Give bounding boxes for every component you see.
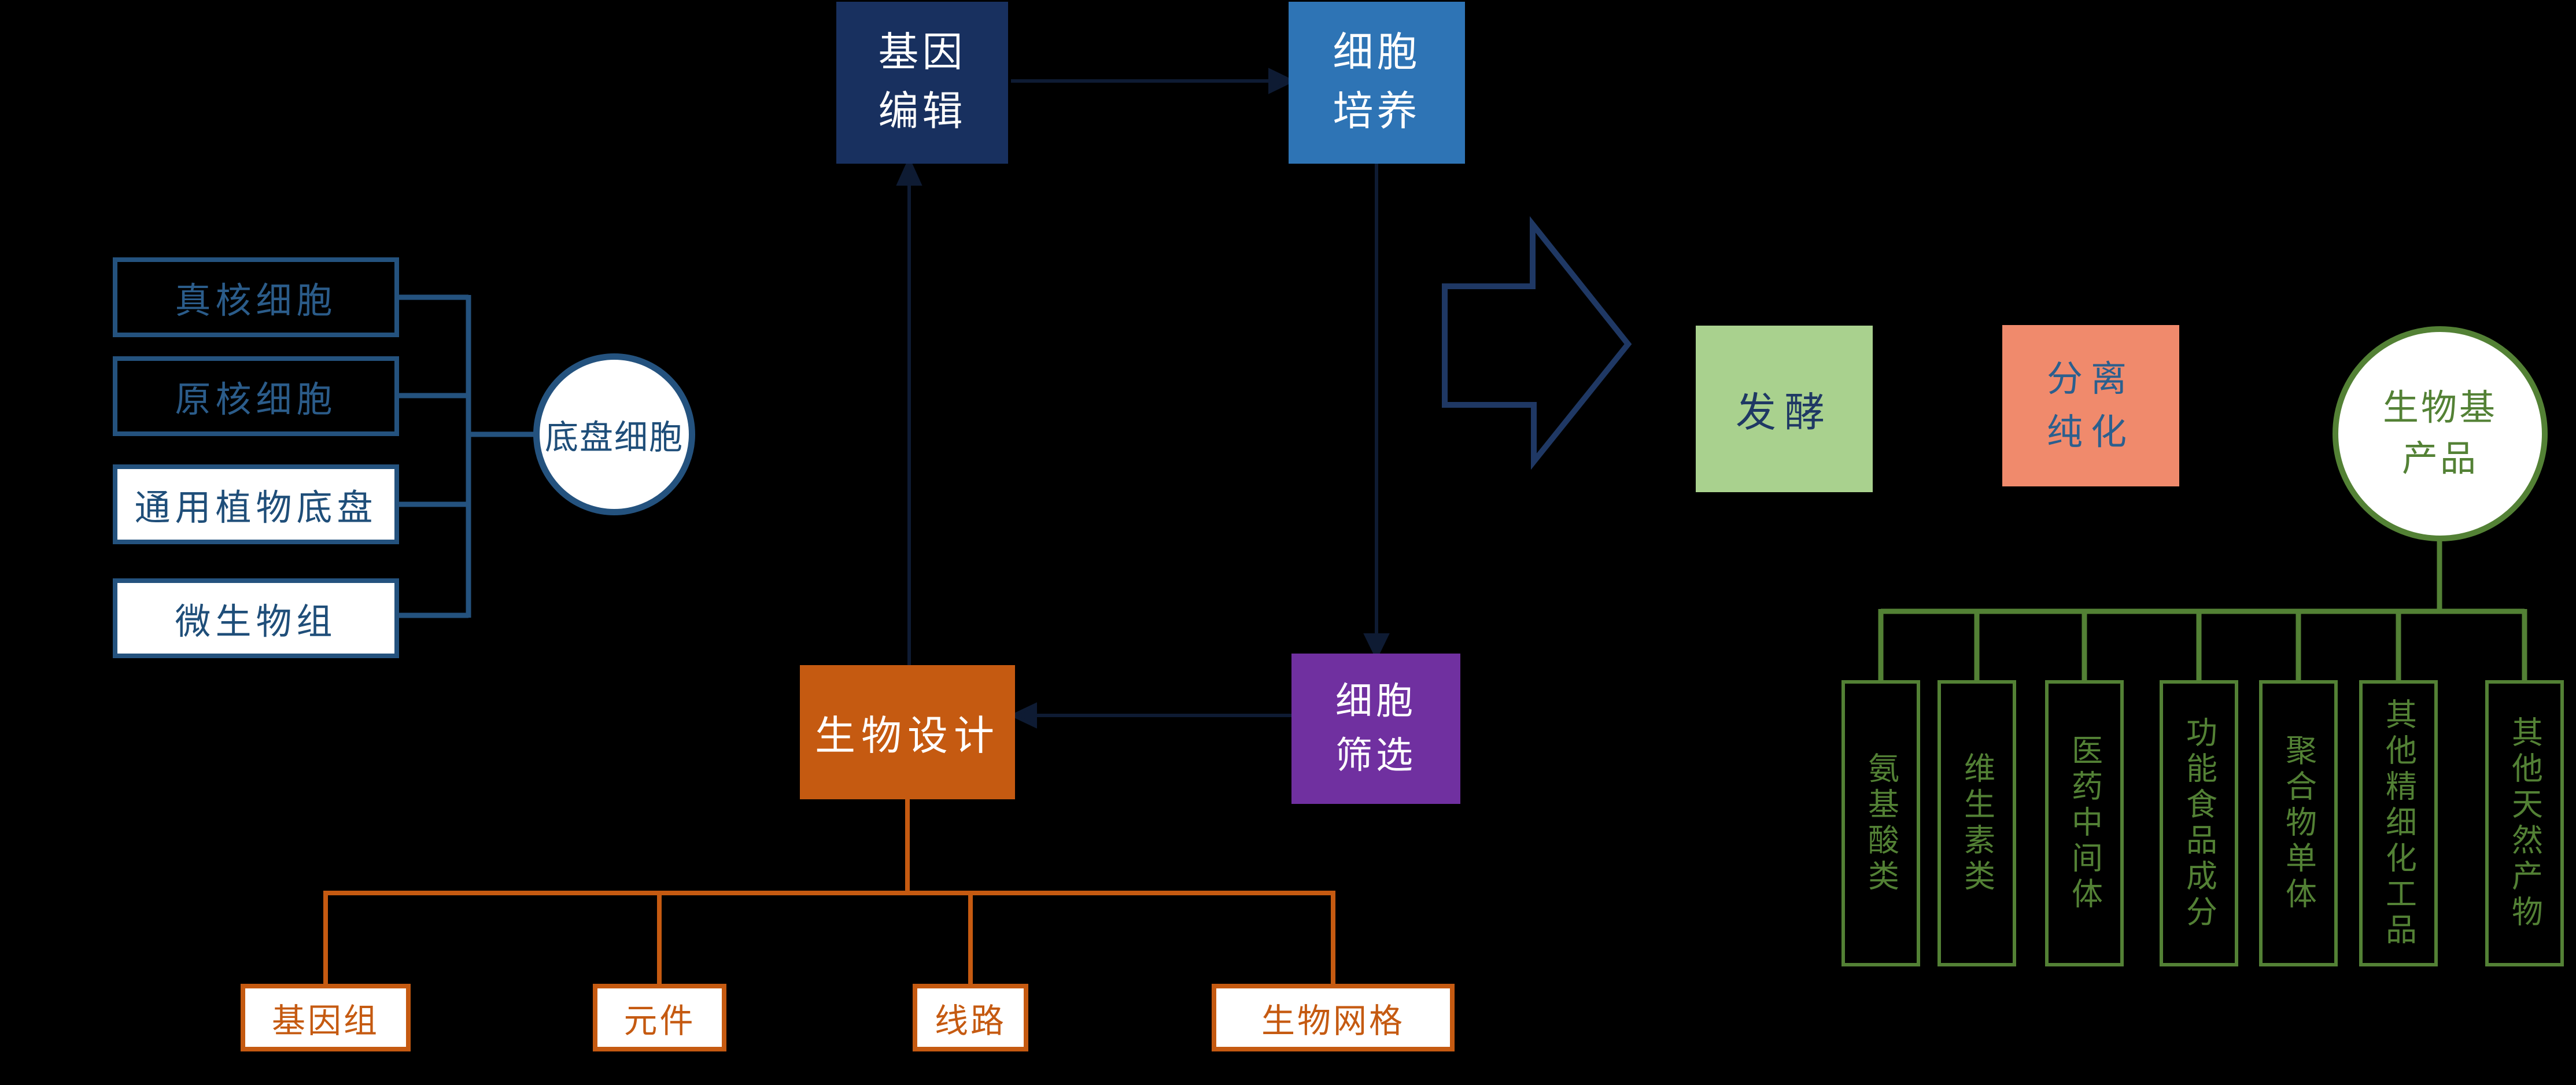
gene-editing-label-line2: 编辑 xyxy=(878,90,966,134)
products-hub-label-line2: 产品 xyxy=(2401,440,2478,479)
design-child-circuits: 线路 xyxy=(913,984,1028,1051)
bio-design-box: 生物设计 xyxy=(800,665,1015,799)
product-column-functional-food: 功能食品成分 xyxy=(2160,680,2238,966)
product-column-label: 聚合物单体 xyxy=(2280,733,2316,913)
purification-label-line1: 分离 xyxy=(2046,359,2135,399)
product-column-pharma-intermediates: 医药中间体 xyxy=(2045,680,2124,966)
product-column-label: 其他天然产物 xyxy=(2507,715,2542,931)
design-tree-lines xyxy=(323,799,1335,984)
dbtl-cycle-connectors xyxy=(896,68,1390,729)
chassis-item-eukaryotic-cell: 真核细胞 xyxy=(113,257,399,337)
chassis-item-universal-plant-chassis: 通用植物底盘 xyxy=(113,464,399,544)
chassis-cell-hub-circle: 底盘细胞 xyxy=(533,353,695,515)
design-child-parts: 元件 xyxy=(593,984,726,1051)
product-column-other-fine-chemicals: 其他精细化工品 xyxy=(2359,680,2438,966)
product-column-label: 功能食品成分 xyxy=(2181,715,2216,931)
gene-editing-label-line1: 基因 xyxy=(878,31,966,75)
chassis-item-label: 真核细胞 xyxy=(175,282,337,321)
product-column-label: 医药中间体 xyxy=(2066,733,2102,913)
purification-label-line2: 纯化 xyxy=(2046,412,2135,452)
products-hub-label-line1: 生物基 xyxy=(2382,389,2497,428)
arrowhead-up-icon xyxy=(896,156,922,186)
cell-culture-label-line2: 培养 xyxy=(1333,90,1421,134)
product-column-label: 维生素类 xyxy=(1959,751,1994,895)
design-child-label: 生物网格 xyxy=(1261,1002,1405,1040)
fermentation-label: 发酵 xyxy=(1736,390,1833,436)
cell-screening-label-line2: 筛选 xyxy=(1335,735,1416,776)
big-right-arrow-icon xyxy=(1442,216,1632,470)
bio-based-products-hub-circle: 生物基 产品 xyxy=(2333,326,2548,541)
chassis-item-label: 微生物组 xyxy=(175,603,337,642)
chassis-tree-lines xyxy=(399,294,538,618)
cell-screening-box: 细胞 筛选 xyxy=(1291,654,1460,804)
separation-purification-box: 分离 纯化 xyxy=(2002,325,2179,486)
chassis-item-microbiome: 微生物组 xyxy=(113,578,399,658)
design-child-genome: 基因组 xyxy=(241,984,411,1051)
fermentation-box: 发酵 xyxy=(1696,326,1873,492)
product-column-label: 其他精细化工品 xyxy=(2381,697,2416,949)
cell-culture-box: 细胞 培养 xyxy=(1289,2,1465,164)
products-tree-lines xyxy=(1878,537,2527,680)
design-child-label: 基因组 xyxy=(271,1002,379,1040)
design-child-label: 元件 xyxy=(623,1002,696,1040)
product-column-vitamins: 维生素类 xyxy=(1937,680,2016,966)
design-child-bio-network: 生物网格 xyxy=(1212,984,1455,1051)
design-child-label: 线路 xyxy=(934,1002,1006,1040)
product-column-amino-acids: 氨基酸类 xyxy=(1841,680,1920,966)
product-column-label: 氨基酸类 xyxy=(1863,751,1898,895)
bio-design-label: 生物设计 xyxy=(815,714,1000,759)
product-column-polymer-monomers: 聚合物单体 xyxy=(2259,680,2338,966)
chassis-hub-label: 底盘细胞 xyxy=(544,419,684,456)
product-column-other-natural-products: 其他天然产物 xyxy=(2485,680,2564,966)
cell-culture-label-line1: 细胞 xyxy=(1333,31,1421,75)
chassis-item-label: 原核细胞 xyxy=(175,381,337,420)
chassis-item-label: 通用植物底盘 xyxy=(134,489,378,528)
chassis-item-prokaryotic-cell: 原核细胞 xyxy=(113,356,399,436)
cell-screening-label-line1: 细胞 xyxy=(1335,681,1416,722)
arrowhead-left-icon xyxy=(1009,702,1037,729)
gene-editing-box: 基因 编辑 xyxy=(836,2,1008,164)
